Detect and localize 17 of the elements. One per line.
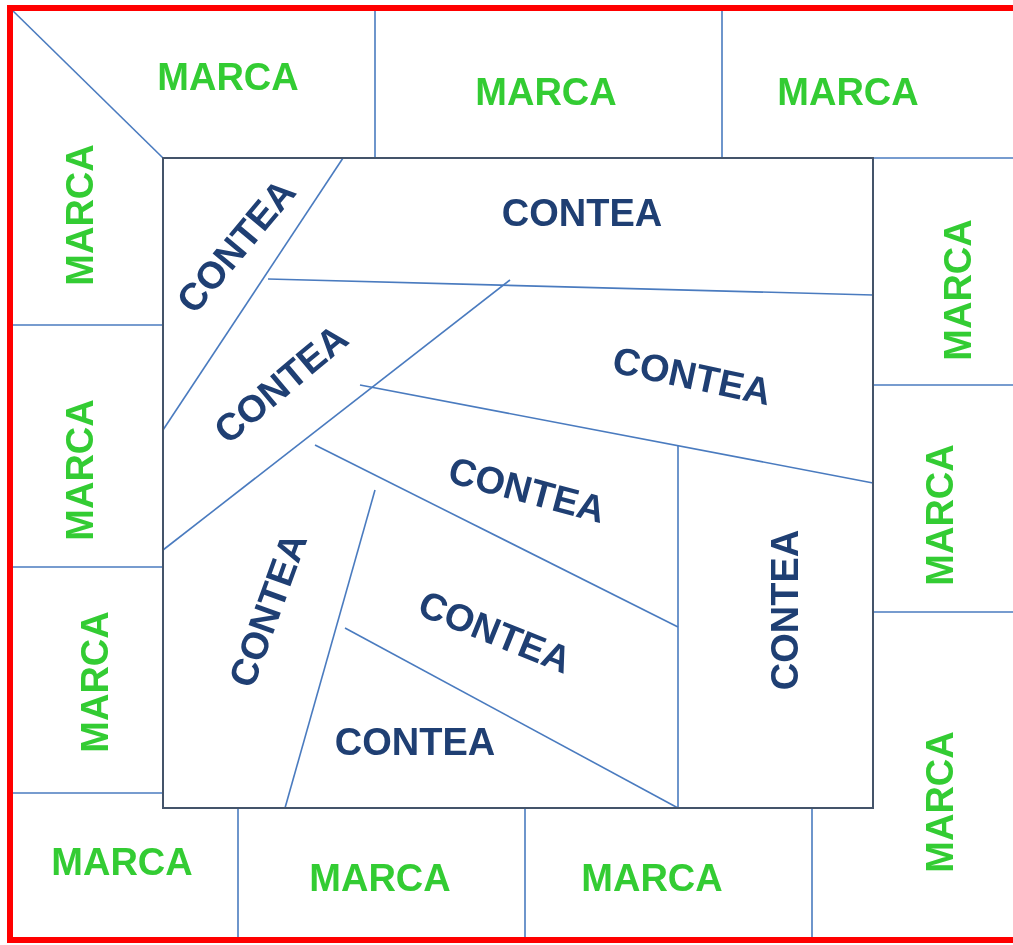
- region-name: MARCA: [939, 219, 977, 361]
- region-name: MARCA: [76, 611, 114, 753]
- region-name: MARCA: [921, 444, 959, 586]
- region-name: CONTEA: [609, 340, 775, 412]
- region-name: MARCA: [581, 859, 723, 897]
- region-name: MARCA: [777, 73, 919, 111]
- region-name: MARCA: [309, 859, 451, 897]
- region-name: CONTEA: [766, 529, 804, 691]
- region-name: CONTEA: [334, 723, 496, 761]
- region-name: MARCA: [921, 731, 959, 873]
- region-name: CONTEA: [501, 194, 663, 232]
- region-name: MARCA: [475, 73, 617, 111]
- region-name: MARCA: [61, 399, 99, 541]
- region-name: MARCA: [51, 843, 193, 881]
- region-name: CONTEA: [444, 450, 610, 530]
- region-name: MARCA: [157, 58, 299, 96]
- region-name: MARCA: [61, 144, 99, 286]
